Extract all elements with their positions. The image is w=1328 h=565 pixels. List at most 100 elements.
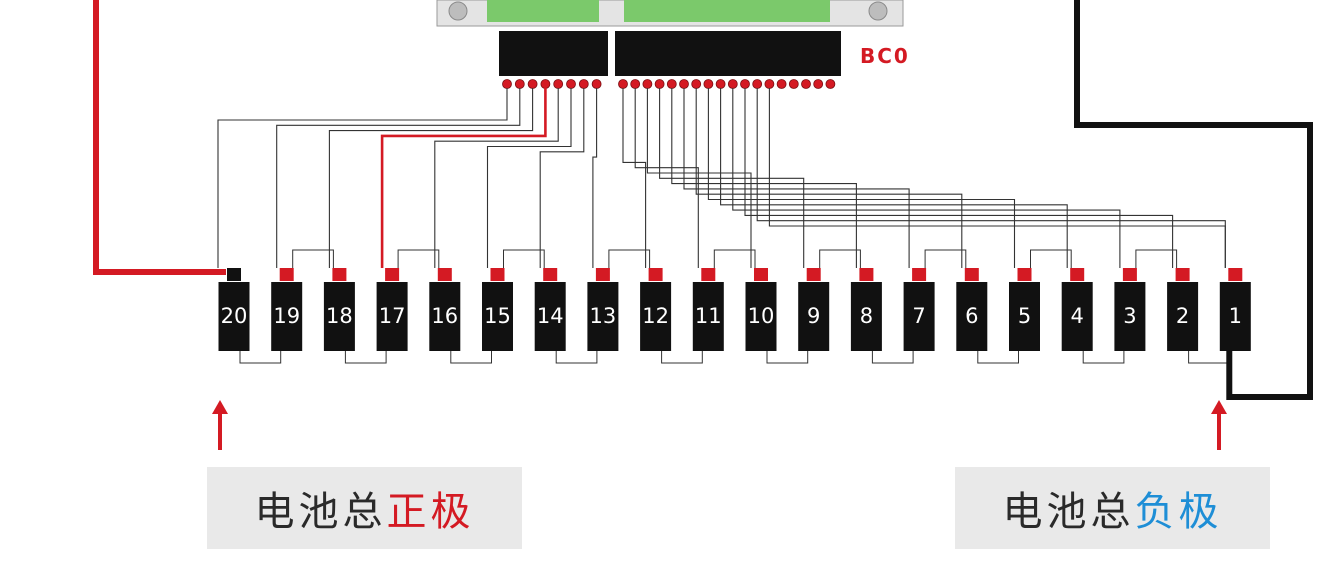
connector-label-bc0: BC0 (860, 44, 910, 68)
cell-body (323, 282, 355, 351)
cell-positive-tab (912, 268, 927, 281)
battery-cell: 8 (850, 268, 914, 364)
cell-positive-tab (227, 268, 241, 281)
cell-body (640, 282, 672, 351)
cell-body (956, 282, 988, 351)
positive-label-prefix: 电池总 (254, 489, 387, 535)
connector-pin (825, 79, 836, 89)
sense-connector-right (615, 31, 841, 76)
sense-wire (217, 88, 508, 268)
battery-total-positive-label: 电池总正极 (207, 467, 522, 549)
cell-positive-tab (437, 268, 452, 281)
connector-pin (514, 79, 525, 89)
cell-body (534, 282, 566, 351)
battery-cell: 11 (692, 249, 756, 351)
cell-body (798, 282, 830, 351)
connector-pin (776, 79, 787, 89)
battery-cell: 4 (1061, 268, 1125, 364)
sense-connector-left (499, 31, 608, 76)
screw-left-icon (448, 1, 468, 21)
sense-wire (276, 88, 521, 268)
cell-number-label: 15 (484, 304, 511, 328)
battery-cell: 6 (956, 268, 1019, 364)
cell-positive-tab (1122, 268, 1137, 281)
cell-number-label: 6 (965, 304, 978, 328)
cell-body (1219, 282, 1251, 351)
positive-label-suffix: 正极 (386, 489, 475, 535)
sense-wire-highlight (380, 88, 547, 268)
cell-positive-tab (1017, 268, 1032, 281)
sense-wire (732, 88, 1121, 268)
cell-body (271, 282, 303, 351)
series-jumper (871, 351, 914, 364)
battery-cell: 19 (271, 249, 334, 351)
series-jumper (819, 249, 861, 268)
cell-positive-tab (859, 268, 874, 281)
cell-number-label: 20 (221, 304, 248, 328)
connector-pin (666, 79, 677, 89)
board-green-left (487, 0, 599, 22)
series-jumper (397, 249, 440, 268)
battery-cell: 18 (323, 268, 387, 364)
battery-cell: 10 (745, 268, 809, 364)
connector-pin (727, 79, 738, 89)
battery-cell: 20 (218, 268, 282, 364)
battery-cell: 17 (376, 249, 440, 351)
cell-number-label: 13 (590, 304, 617, 328)
cell-number-label: 17 (379, 304, 406, 328)
battery-cell: 15 (482, 249, 545, 351)
cell-number-label: 10 (748, 304, 775, 328)
total-negative-wire (1074, 0, 1313, 400)
cell-number-label: 14 (537, 304, 564, 328)
cell-number-label: 19 (273, 304, 300, 328)
sense-wire (683, 88, 910, 268)
sense-wire (592, 88, 598, 268)
series-jumper (555, 351, 598, 364)
cell-positive-tab (385, 268, 400, 281)
series-jumper (661, 351, 703, 364)
cell-number-label: 7 (912, 304, 925, 328)
cell-number-label: 3 (1123, 304, 1136, 328)
cell-positive-tab (279, 268, 294, 281)
battery-cell: 2 (1167, 268, 1230, 364)
cell-number-label: 18 (326, 304, 353, 328)
series-jumper (239, 351, 282, 364)
negative-label-suffix: 负极 (1134, 489, 1223, 535)
connector-pin (654, 79, 665, 89)
cell-positive-tab (490, 268, 505, 281)
battery-cell: 5 (1009, 249, 1072, 351)
cell-positive-tab (754, 268, 768, 281)
cell-number-label: 16 (431, 304, 458, 328)
sense-wire (539, 88, 585, 268)
sense-wires (217, 88, 1226, 268)
cell-body (1114, 282, 1146, 351)
cell-positive-tab (543, 268, 558, 281)
cell-positive-tab (332, 268, 347, 281)
main-power-wires (93, 0, 1313, 400)
cell-number-label: 12 (642, 304, 669, 328)
sense-wire (695, 88, 963, 268)
sense-wire (622, 88, 647, 268)
series-jumper (344, 351, 387, 364)
bms-board (436, 0, 904, 27)
cell-body (376, 282, 408, 351)
sense-wire (720, 88, 1068, 268)
connector-pin (740, 79, 750, 89)
cell-positive-tab (701, 268, 716, 281)
connector-pin (591, 79, 602, 89)
series-jumper (292, 249, 334, 268)
cell-body (218, 282, 250, 351)
connector-pin (679, 79, 689, 89)
cell-number-label: 4 (1071, 304, 1084, 328)
battery-total-negative-label: 电池总负极 (955, 467, 1270, 549)
screw-right-icon (868, 1, 888, 21)
connector-pin (527, 79, 538, 89)
total-positive-wire (93, 0, 226, 275)
battery-cell: 1 (1219, 268, 1251, 351)
connector-pin (642, 79, 653, 89)
sense-wire (768, 88, 1226, 268)
cell-body (692, 282, 724, 351)
cell-positive-tab (1070, 268, 1085, 281)
sense-wire (328, 88, 534, 268)
